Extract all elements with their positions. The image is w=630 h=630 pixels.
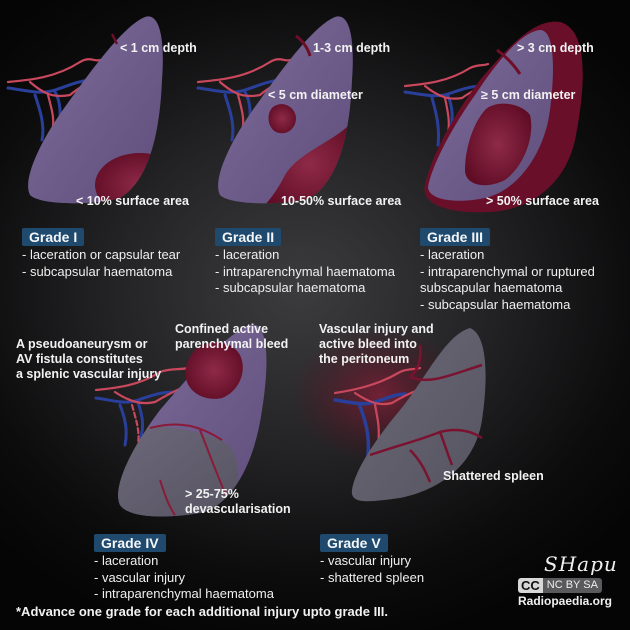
grade-3-item: - intraparenchymal or ruptured [420,263,595,279]
grade-2-item: - subcapsular haematoma [215,280,366,295]
grade-2-badge: Grade II [215,228,282,246]
grade-3-block: Grade III - laceration - intraparenchyma… [420,228,595,313]
grade-4-vascular-note-line-1: A pseudoaneurysm or [16,337,148,351]
grade-3-spleen [403,21,583,213]
grade-4-items: - laceration - vascular injury - intrapa… [94,553,274,603]
grade-1-depth-label: < 1 cm depth [120,41,197,55]
grade-1-surface-label: < 10% surface area [76,194,189,208]
grade-3-depth-label: > 3 cm depth [517,41,594,55]
credit-block: SHapu CC NC BY SA Radiopaedia.org [518,552,628,608]
grade-4-devascularisation-label: > 25-75% devascularisation [185,487,291,517]
grade-1-items: - laceration or capsular tear - subcapsu… [22,247,180,280]
grade-4-badge: Grade IV [94,534,166,552]
grade-4-vascular-note-line-3: a splenic vascular injury [16,367,162,381]
grade-5-item: - vascular injury [320,553,412,568]
grade-2-items: - laceration - intraparenchymal haematom… [215,247,395,297]
site-link[interactable]: Radiopaedia.org [518,594,613,608]
grade-1-item: - subcapsular haematoma [22,263,173,279]
grade-5-shattered-label: Shattered spleen [443,469,544,483]
grade-5-items: - vascular injury - shattered spleen [320,553,424,586]
grade-5-bleed-label-line-1: Vascular injury and [319,322,434,336]
footnote: *Advance one grade for each additional i… [16,604,389,619]
grade-4-item: - laceration [94,553,159,568]
grade-2-depth-label: 1-3 cm depth [313,41,391,55]
grade-2-block: Grade II - laceration - intraparenchymal… [215,228,395,297]
grade-5-badge: Grade V [320,534,388,552]
grade-5-spleen [290,325,486,502]
grade-5-item: - shattered spleen [320,569,425,585]
grade-3-diameter-label: ≥ 5 cm diameter [481,88,576,102]
grade-4-vascular-note-line-2: AV fistula constitutes [16,352,143,366]
grade-5-block: Grade V - vascular injury - shattered sp… [320,534,424,586]
grade-2-diameter-label: < 5 cm diameter [268,88,363,102]
grade-3-item: - laceration [420,247,485,262]
grade-2-item: - laceration [215,247,280,262]
grade-5-bleed-label-line-2: active bleed into [319,337,417,351]
grade-4-spleen [94,324,267,517]
grade-3-item: - subcapsular haematoma [420,296,571,312]
grade-4-bleed-label-line-1: Confined active [175,322,269,336]
grade-4-devasc-line-1: > 25-75% [185,487,239,501]
grade-3-surface-label: > 50% surface area [486,194,599,208]
cc-license-terms: NC BY SA [542,578,602,593]
grade-2-spleen [196,16,353,204]
cc-logo-icon: CC [518,578,543,593]
author-signature: SHapu [544,552,618,576]
grade-2-surface-label: 10-50% surface area [281,194,402,208]
grade-1-badge: Grade I [22,228,85,246]
grade-3-items: - laceration - intraparenchymal or ruptu… [420,247,595,313]
grade-4-devasc-line-2: devascularisation [185,502,291,516]
grade-5-bleed-label: Vascular injury and active bleed into th… [319,322,434,367]
grade-4-item: - vascular injury [94,569,186,585]
cc-license-badge[interactable]: CC NC BY SA [518,578,628,593]
grade-5-bleed-label-line-3: the peritoneum [319,352,410,366]
grade-4-bleed-label: Confined active parenchymal bleed [175,322,288,352]
grade-4-vascular-note: A pseudoaneurysm or AV fistula constitut… [16,337,161,382]
grade-4-item: - intraparenchymal haematoma [94,586,274,601]
grade-3-badge: Grade III [420,228,491,246]
grade-2-item: - intraparenchymal haematoma [215,263,395,279]
grade-1-item: - laceration or capsular tear [22,247,181,262]
grade-4-bleed-label-line-2: parenchymal bleed [175,337,289,351]
grade-4-block: Grade IV - laceration - vascular injury … [94,534,274,603]
grade-1-block: Grade I - laceration or capsular tear - … [22,228,180,280]
grade-3-item: subscapular haematoma [420,280,563,295]
